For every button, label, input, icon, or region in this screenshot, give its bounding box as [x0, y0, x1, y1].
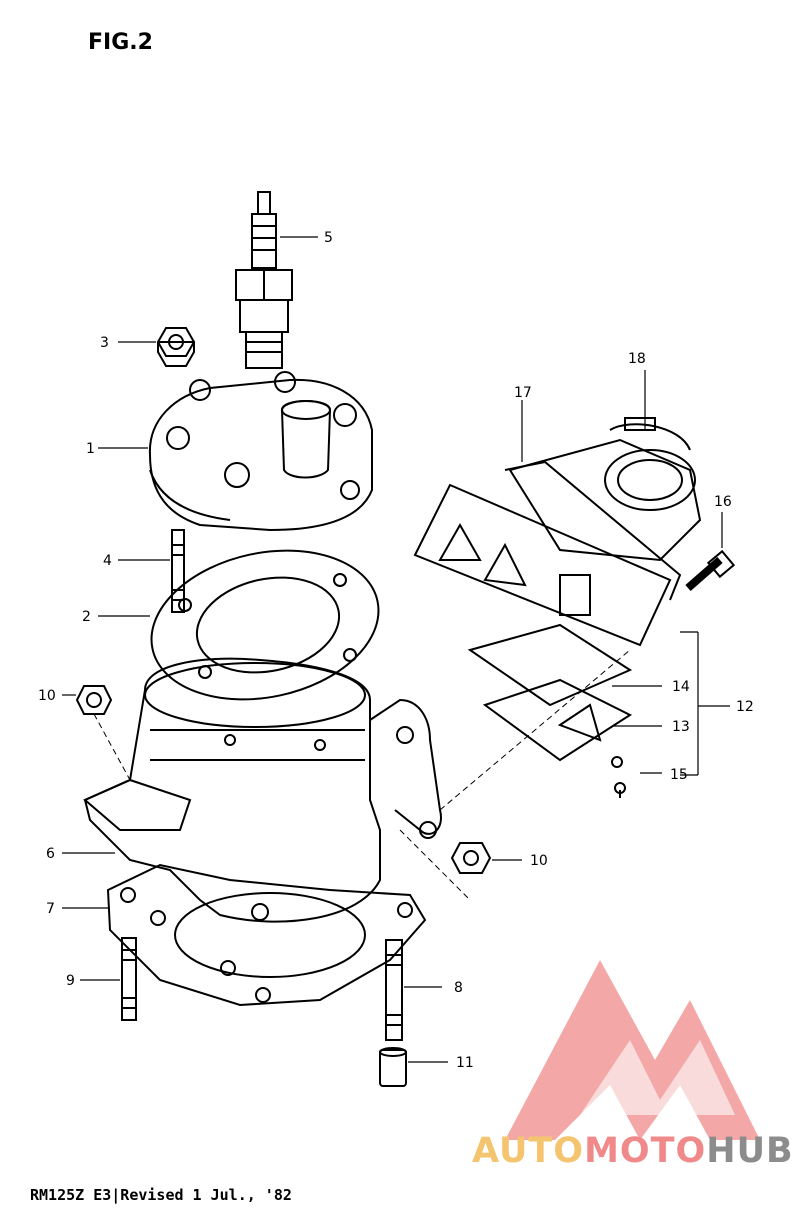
callout-10a: 10: [38, 688, 56, 704]
watermark-part-hub: HUB: [706, 1131, 794, 1171]
cylinder-head-nut: [156, 327, 196, 367]
intake-clamp: [609, 417, 691, 451]
callout-3: 3: [100, 335, 109, 351]
watermark-text: AUTOMOTOHUB: [472, 1131, 794, 1171]
callout-16: 16: [714, 494, 732, 510]
callouts: 5 3 1 4 2 10 6 7 9 8 11 10 18 17 16 14 1…: [38, 230, 754, 1071]
callout-1: 1: [86, 441, 95, 457]
callout-9: 9: [66, 973, 75, 989]
reed-screws: [611, 756, 626, 798]
cylinder-nut-left: [75, 685, 113, 715]
callout-2: 2: [82, 609, 91, 625]
cylinder-stud-right: [385, 939, 403, 1041]
watermark-part-auto: AUTO: [472, 1131, 585, 1171]
callout-17: 17: [514, 385, 532, 401]
reed-bolt: [685, 549, 736, 592]
callout-4: 4: [103, 553, 112, 569]
callout-6: 6: [46, 846, 55, 862]
spark-plug: [235, 191, 293, 369]
reed-valve-assembly: [413, 460, 682, 762]
callout-8: 8: [454, 980, 463, 996]
callout-11: 11: [456, 1055, 474, 1071]
callout-10b: 10: [530, 853, 548, 869]
cylinder: [83, 657, 442, 923]
watermark-part-moto: MOTO: [584, 1131, 707, 1171]
callout-15: 15: [670, 767, 688, 783]
dowel-pin: [379, 1047, 407, 1087]
intake-pipe: [508, 438, 702, 562]
assembly-lines: [93, 649, 631, 901]
callout-12: 12: [736, 699, 754, 715]
head-gasket: [150, 549, 380, 701]
revision-footer: RM125Z E3|Revised 1 Jul., '82: [30, 1186, 292, 1204]
cylinder-nut-right: [450, 842, 492, 874]
callout-5: 5: [324, 230, 333, 246]
watermark-logo-icon: [505, 960, 760, 1140]
cylinder-stud-left: [121, 937, 137, 1021]
figure-title: FIG.2: [88, 30, 153, 55]
cylinder-head: [148, 371, 373, 532]
callout-13: 13: [672, 719, 690, 735]
callout-14: 14: [672, 679, 690, 695]
callout-18: 18: [628, 351, 646, 367]
leader-lines: [62, 236, 730, 1063]
base-gasket: [106, 863, 427, 1007]
callout-7: 7: [46, 901, 55, 917]
